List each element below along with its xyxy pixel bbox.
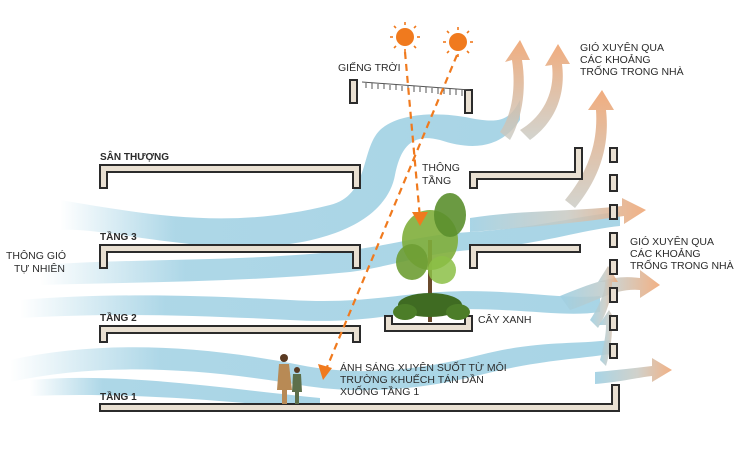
facade-post <box>609 315 618 331</box>
label-wind-right-3: TRỐNG TRONG NHÀ <box>630 260 734 272</box>
label-void-2: TẦNG <box>422 175 452 187</box>
label-skylight: GIẾNG TRỜI <box>338 62 401 74</box>
skylight-frame <box>349 79 473 114</box>
facade-post <box>609 147 618 163</box>
arrow-icon <box>412 212 428 226</box>
arrow-icon <box>520 44 570 140</box>
label-tree: CÂY XANH <box>478 314 532 326</box>
label-light-2: TRƯỜNG KHUẾCH TÁN DẦN <box>340 374 484 386</box>
wind-stream-floor3 <box>40 212 620 285</box>
sun-icon <box>390 22 420 52</box>
slab-floor1 <box>99 384 620 412</box>
facade-post <box>609 232 618 248</box>
facade-post <box>609 204 618 220</box>
label-natural-ventilation-1: THÔNG GIÓ <box>6 250 67 262</box>
wind-stream-floor1 <box>10 340 610 391</box>
arrow-icon <box>500 40 530 140</box>
arrow-icon <box>318 364 332 380</box>
facade-post <box>609 174 618 192</box>
building-slabs <box>99 79 620 412</box>
slab-roof-right <box>469 147 583 189</box>
arrow-icon <box>595 358 672 384</box>
label-light-1: ÁNH SÁNG XUYÊN SUỐT TỪ MÔI <box>340 362 507 374</box>
label-floor1: TẦNG 1 <box>100 392 137 403</box>
slab-floor2 <box>99 325 361 343</box>
label-wind-top-3: TRỐNG TRONG NHÀ <box>580 66 684 78</box>
arrow-icon <box>470 198 646 232</box>
slab-floor3-right <box>469 244 581 269</box>
label-wind-top-2: CÁC KHOẢNG <box>580 54 651 66</box>
slab-roof-terrace <box>99 164 361 189</box>
label-roof-terrace: SÂN THƯỢNG <box>100 152 170 163</box>
tree-icon <box>393 193 470 322</box>
slab-floor3 <box>99 244 361 269</box>
label-floor3: TẦNG 3 <box>100 232 137 243</box>
label-natural-ventilation-2: TỰ NHIÊN <box>14 263 65 275</box>
sun-icon <box>443 27 473 57</box>
wind-stream-upper <box>60 100 520 248</box>
arrow-icon <box>590 266 618 328</box>
skylight-glass <box>361 81 471 96</box>
label-void-1: THÔNG <box>422 162 460 174</box>
wind-streams <box>10 100 620 410</box>
wind-stream-ground <box>30 377 320 410</box>
arrow-icon <box>565 90 614 208</box>
facade-post <box>609 259 618 275</box>
facade-post <box>609 343 618 359</box>
facade-post <box>609 287 618 303</box>
label-wind-top-1: GIÓ XUYÊN QUA <box>580 42 665 54</box>
people-icon <box>277 354 302 404</box>
label-floor2: TẦNG 2 <box>100 313 137 324</box>
wind-outlets <box>470 40 672 384</box>
label-wind-right-2: CÁC KHOẢNG <box>630 248 701 260</box>
label-wind-right-1: GIÓ XUYÊN QUA <box>630 236 715 248</box>
light-rays <box>323 51 459 373</box>
label-light-3: XUỐNG TẦNG 1 <box>340 386 420 398</box>
